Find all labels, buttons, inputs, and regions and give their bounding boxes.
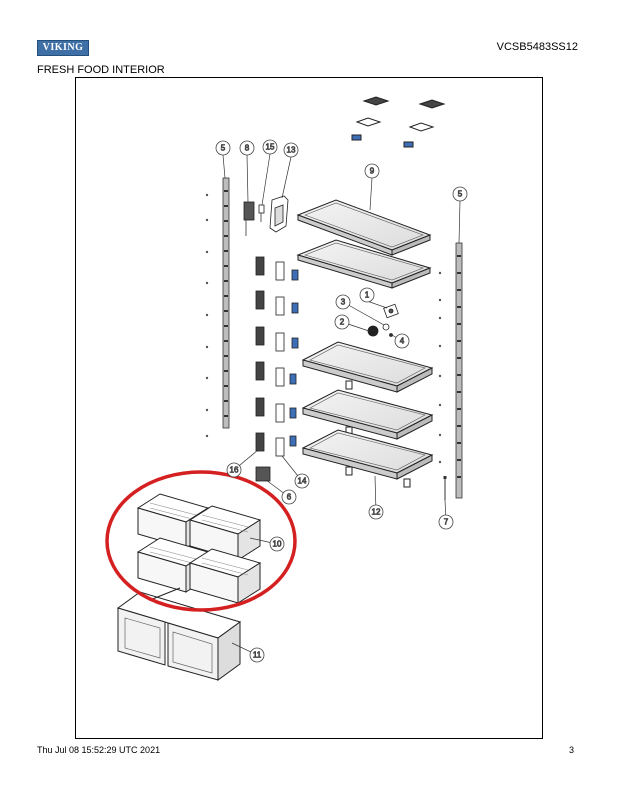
logo-text: VIKING: [42, 42, 84, 53]
left-shelf-rail: [205, 177, 230, 438]
model-number: VCSB5483SS12: [496, 41, 578, 53]
svg-text:7: 7: [444, 518, 449, 527]
svg-text:11: 11: [253, 651, 262, 660]
svg-text:15: 15: [266, 143, 275, 152]
callout-6: 6: [281, 489, 297, 505]
callout-10: 10: [269, 536, 285, 552]
svg-text:16: 16: [230, 466, 239, 475]
print-timestamp: Thu Jul 08 15:52:29 UTC 2021: [37, 745, 161, 755]
callout-2: 2: [334, 314, 350, 330]
svg-text:2: 2: [340, 318, 345, 327]
small-hardware-parts: [367, 303, 399, 337]
callout-13: 13: [283, 142, 299, 158]
callout-7: 7: [438, 514, 454, 530]
svg-text:6: 6: [287, 493, 292, 502]
svg-text:12: 12: [372, 508, 381, 517]
svg-text:5: 5: [458, 190, 463, 199]
svg-text:5: 5: [221, 144, 226, 153]
section-title: FRESH FOOD INTERIOR: [37, 64, 165, 76]
top-left-components: [243, 195, 289, 236]
rail-screw: [443, 476, 447, 500]
diagram-frame: [75, 77, 543, 739]
shelf-glass-lower: [301, 389, 434, 440]
callout-4: 4: [394, 333, 410, 349]
highlight-ring: [105, 470, 297, 612]
crisper-drawer-bottom-right: [188, 548, 262, 604]
callout-3: 3: [335, 294, 351, 310]
callout-15: 15: [262, 139, 278, 155]
callout-11: 11: [249, 647, 265, 663]
viking-logo: VIKING: [37, 40, 89, 56]
page-number: 3: [568, 745, 574, 755]
side-brackets: [255, 256, 299, 482]
shelf-glass-top: [296, 199, 432, 256]
svg-text:10: 10: [273, 540, 282, 549]
svg-text:3: 3: [341, 298, 346, 307]
right-shelf-rail: [438, 242, 463, 499]
bottom-drawer-frame: [116, 587, 242, 681]
callout-12: 12: [368, 504, 384, 520]
shelf-glass-second: [296, 239, 432, 289]
shelf-glass-middle: [301, 341, 434, 393]
callout-8: 8: [239, 140, 255, 156]
callout-5-right: 5: [452, 186, 468, 202]
callout-1: 1: [359, 287, 375, 303]
svg-text:14: 14: [298, 477, 307, 486]
svg-text:8: 8: [245, 144, 250, 153]
svg-text:1: 1: [365, 291, 370, 300]
crisper-drawer-top-right: [188, 505, 262, 561]
callouts: 1 2 3 4 5 5 6 7 8 9 10 11 12 13 14 15 16: [215, 139, 468, 663]
callout-5-left: 5: [215, 140, 231, 156]
shelf-glass-bottom: [301, 429, 434, 488]
svg-text:4: 4: [400, 337, 405, 346]
callout-14: 14: [294, 473, 310, 489]
svg-text:9: 9: [370, 167, 375, 176]
crisper-drawers: [136, 493, 262, 604]
ceiling-brackets: [351, 96, 446, 148]
svg-text:13: 13: [287, 146, 296, 155]
callout-9: 9: [364, 163, 380, 179]
callout-16: 16: [226, 462, 242, 478]
